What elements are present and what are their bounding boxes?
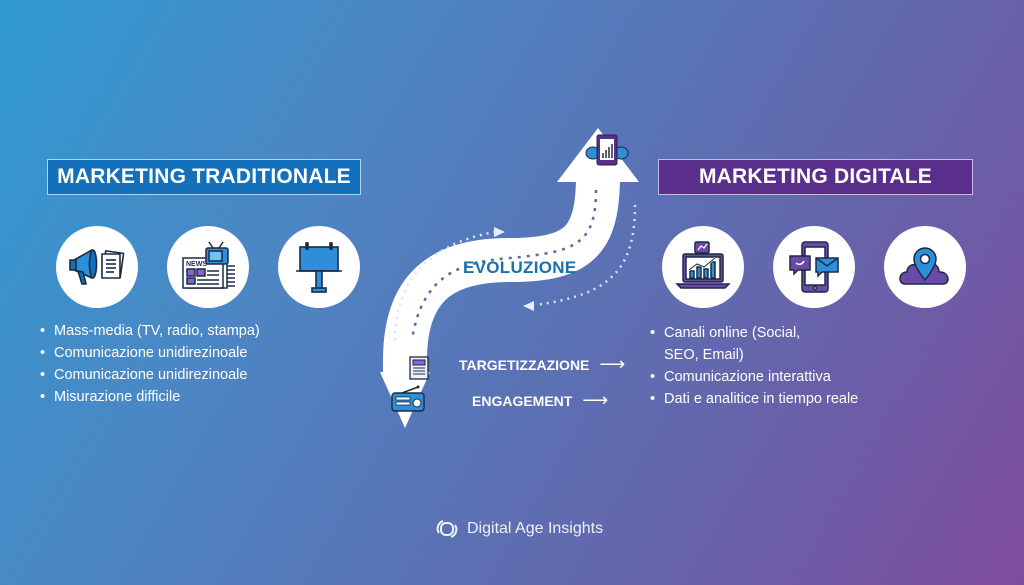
newspaper-tv-circle: NEWS xyxy=(167,226,249,308)
bullet-item: Mass-media (TV, radio, stampa) xyxy=(38,320,260,342)
newspaper-icon xyxy=(409,356,429,380)
engagement-text: ENGAGEMENT xyxy=(472,392,573,409)
tablet-cloud-chart-icon xyxy=(585,134,629,166)
brand-logo-icon xyxy=(436,520,458,538)
digital-marketing-title: MARKETING DIGITALE xyxy=(658,159,973,195)
digital-marketing-title-text: MARKETING DIGITALE xyxy=(698,165,933,188)
billboard-circle xyxy=(278,226,360,308)
digital-bullet-list: Canali online (Social, SEO, Email) Comun… xyxy=(648,322,858,410)
right-arrow-icon: ⟶ xyxy=(582,390,609,410)
engagement-label: ENGAGEMENT ⟶ xyxy=(472,390,608,411)
evoluzione-label: EVOLUZIONE xyxy=(463,258,577,277)
traditional-marketing-title-text: MARKETING TRADITIONALE xyxy=(57,165,351,188)
cloud-location-icon xyxy=(899,247,949,285)
svg-text:NEWS: NEWS xyxy=(186,261,207,268)
megaphone-circle xyxy=(56,226,138,308)
radio-icon xyxy=(391,385,425,412)
megaphone-icon xyxy=(69,249,125,285)
smartphone-social-icon xyxy=(789,241,839,293)
bullet-item: Misurazione difficile xyxy=(38,386,260,408)
cloud-location-circle xyxy=(884,226,966,308)
bullet-item: Comunicazione unidirezinoale xyxy=(38,364,260,386)
brand-name: Digital Age Insights xyxy=(467,520,604,537)
bullet-item: Dati e analitice in tiempo reale xyxy=(648,388,858,410)
billboard-icon xyxy=(296,242,342,293)
bullet-item-continuation: SEO, Email) xyxy=(664,347,744,363)
traditional-marketing-title: MARKETING TRADITIONALE xyxy=(47,159,361,195)
newspaper-tv-icon: NEWS xyxy=(182,241,235,289)
bullet-item: Comunicazione unidirezinoale xyxy=(38,342,260,364)
laptop-analytics-icon xyxy=(675,241,731,289)
bullet-item: Comunicazione interattiva xyxy=(648,366,858,388)
smartphone-social-circle xyxy=(773,226,855,308)
right-arrow-icon: ⟶ xyxy=(599,354,626,374)
laptop-analytics-circle xyxy=(662,226,744,308)
targetizzazione-text: TARGETIZZAZIONE xyxy=(459,356,590,373)
traditional-bullet-list: Mass-media (TV, radio, stampa) Comunicaz… xyxy=(38,320,260,408)
targetizzazione-label: TARGETIZZAZIONE ⟶ xyxy=(459,354,625,375)
bullet-item: Canali online (Social, xyxy=(648,322,858,344)
footer-brand: Digital Age Insights xyxy=(435,517,603,541)
